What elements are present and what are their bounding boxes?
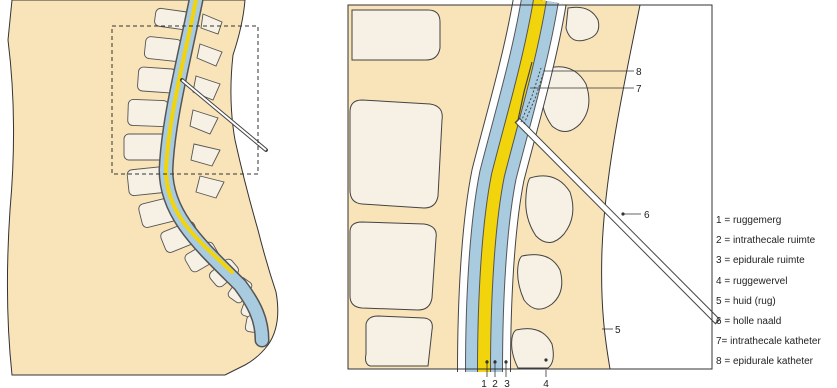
callout-8: 8 — [636, 67, 642, 78]
callout-4: 4 — [543, 379, 549, 388]
callout-2: 2 — [492, 379, 498, 388]
callout-7: 7 — [636, 84, 642, 95]
callout-3: 3 — [504, 379, 510, 388]
legend-item-1: 1 = ruggemerg — [716, 214, 834, 234]
legend-item-6: 6 = holle naald — [716, 315, 834, 335]
legend-item-3: 3 = epidurale ruimte — [716, 254, 834, 274]
legend-item-2: 2 = intrathecale ruimte — [716, 234, 834, 254]
callout-5: 5 — [615, 325, 621, 336]
legend: 1 = ruggemerg 2 = intrathecale ruimte 3 … — [716, 214, 834, 376]
legend-item-7: 7= intrathecale katheter — [716, 335, 834, 355]
legend-item-5: 5 = huid (rug) — [716, 295, 834, 315]
legend-item-8: 8 = epidurale katheter — [716, 355, 834, 375]
callout-1: 1 — [481, 379, 487, 388]
callout-6: 6 — [644, 210, 650, 221]
legend-item-4: 4 = ruggewervel — [716, 275, 834, 295]
overview-panel — [7, 0, 277, 375]
detail-panel: 1 2 3 4 5 6 7 8 — [348, 0, 718, 388]
